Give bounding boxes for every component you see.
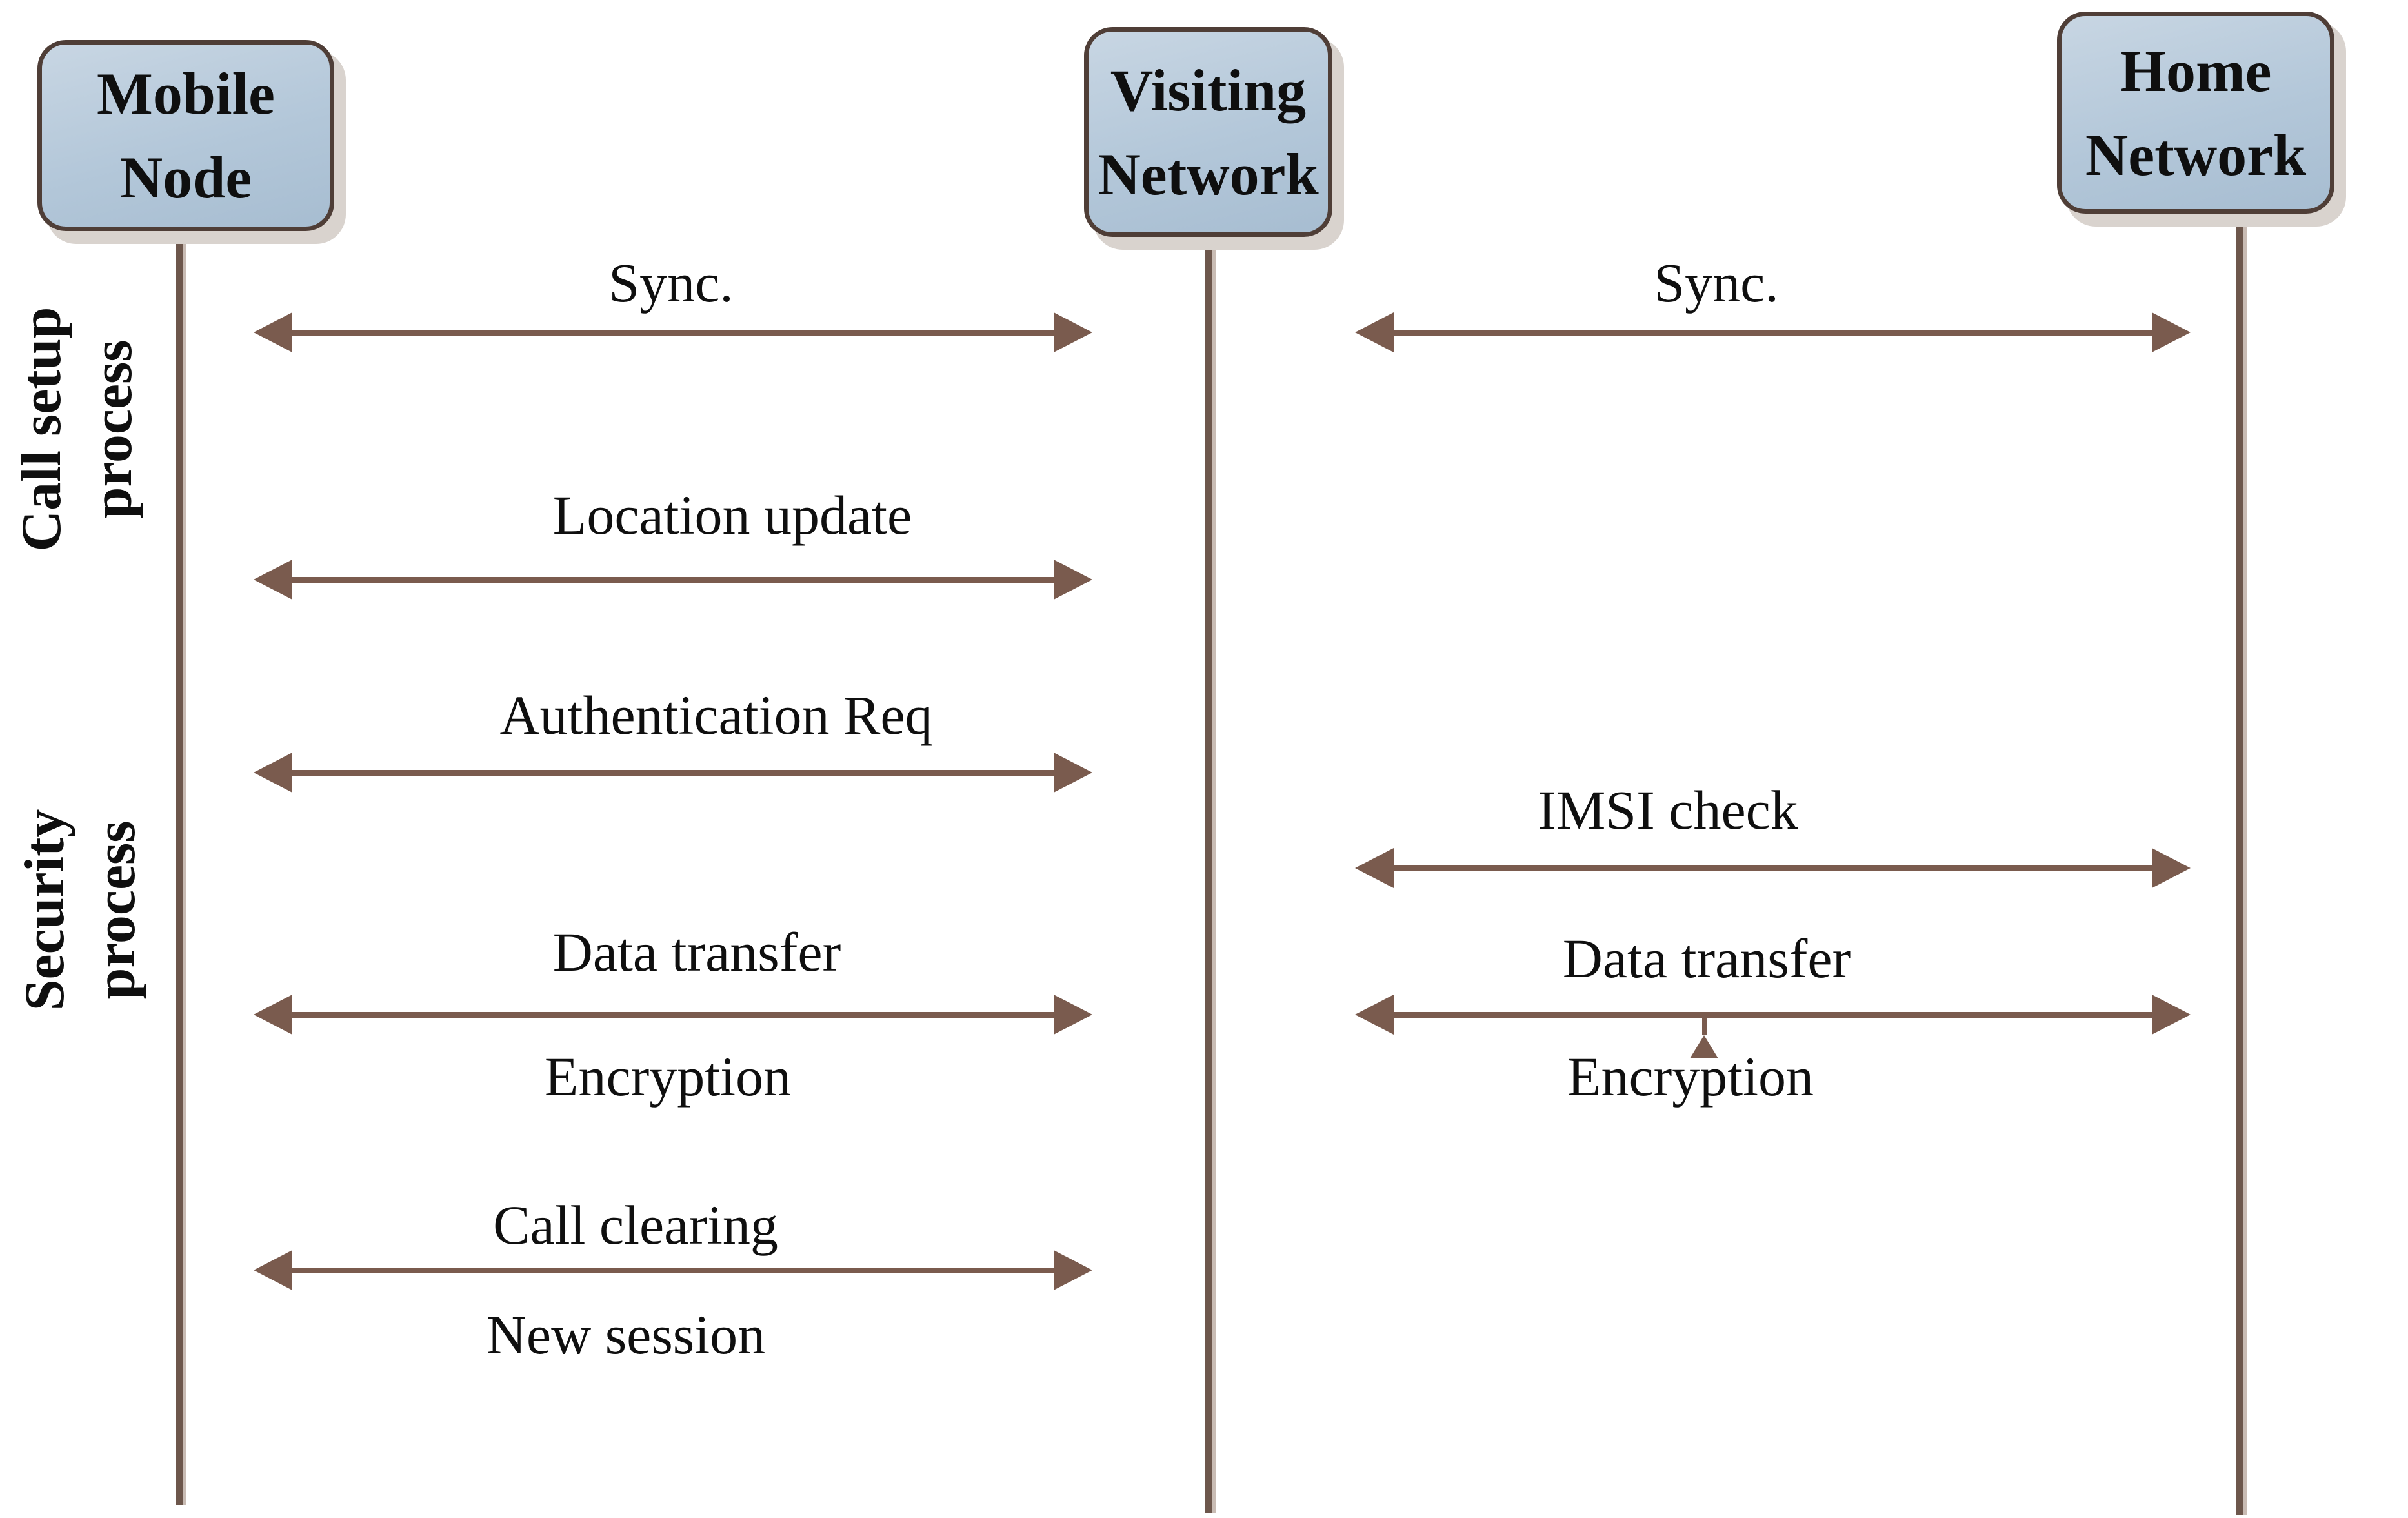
arrow-shaft [1394,865,2152,871]
arrow-shaft [292,1011,1054,1018]
label-authentication-req: Authentication Req [499,684,933,746]
label-imsi-check: IMSI check [1538,779,1798,841]
lifeline-home-network [2236,212,2243,1515]
arrowhead-left-icon [254,560,292,600]
actor-label-line: Visiting [1110,57,1307,123]
arrow-shaft [292,576,1054,583]
label-data-transfer-left: Data transfer [552,921,841,983]
phase-label-line: Security [14,809,76,1011]
arrowhead-left-icon [254,995,292,1035]
lifeline-mobile-node [176,230,183,1505]
actor-label-line: Network [1098,141,1319,207]
arrow-shaft [292,1267,1054,1273]
arrow-imsi-check [1355,848,2191,888]
phase-label-security-process: Security process [3,749,158,1071]
arrow-shaft [292,769,1054,776]
arrow-shaft [1394,329,2152,336]
arrowhead-left-icon [1355,995,1394,1035]
phase-label-line: Call setup [10,307,73,552]
actor-label-line: Node [119,145,252,210]
arrowhead-right-icon [1054,312,1092,352]
label-data-transfer-right: Data transfer [1562,927,1851,989]
label-encryption-right: Encryption [1567,1046,1814,1108]
arrowhead-left-icon [1355,312,1394,352]
arrow-authentication-req [254,753,1092,793]
arrow-shaft [292,329,1054,336]
phase-label-line: process [81,339,144,519]
actor-box-home-network: Home Network [2057,12,2334,214]
actor-label-line: Mobile [97,61,275,126]
arrowhead-left-icon [254,1250,292,1290]
arrow-sync-left [254,312,1092,352]
arrow-data-transfer-left [254,995,1092,1035]
label-encryption-left: Encryption [544,1046,792,1108]
label-call-clearing: Call clearing [493,1194,778,1256]
encryption-callout-up-arrow-icon [1690,1017,1718,1058]
arrowhead-left-icon [254,312,292,352]
arrowhead-right-icon [1054,753,1092,793]
arrowhead-right-icon [1054,1250,1092,1290]
arrow-data-transfer-right [1355,995,2191,1035]
arrow-location-update [254,560,1092,600]
arrowhead-right-icon [2152,848,2191,888]
phase-label-call-setup-process: Call setup process [0,268,155,591]
actor-box-visiting-network: Visiting Network [1084,27,1332,237]
actor-label-line: Network [2085,121,2307,188]
arrow-call-clearing [254,1250,1092,1290]
arrowhead-left-icon [1355,848,1394,888]
lifeline-visiting-network [1205,236,1212,1513]
arrowhead-left-icon [254,753,292,793]
label-sync-right: Sync. [1654,252,1779,314]
phase-label-line: process [85,820,147,1000]
actor-box-mobile-node: Mobile Node [37,40,334,231]
arrowhead-right-icon [1054,995,1092,1035]
arrowhead-right-icon [2152,312,2191,352]
label-location-update: Location update [552,484,912,546]
label-new-session: New session [486,1304,766,1366]
actor-label-line: Home [2120,37,2272,104]
arrow-shaft [1394,1011,2152,1018]
arrow-sync-right [1355,312,2191,352]
label-sync-left: Sync. [608,252,734,314]
arrowhead-right-icon [2152,995,2191,1035]
arrowhead-right-icon [1054,560,1092,600]
